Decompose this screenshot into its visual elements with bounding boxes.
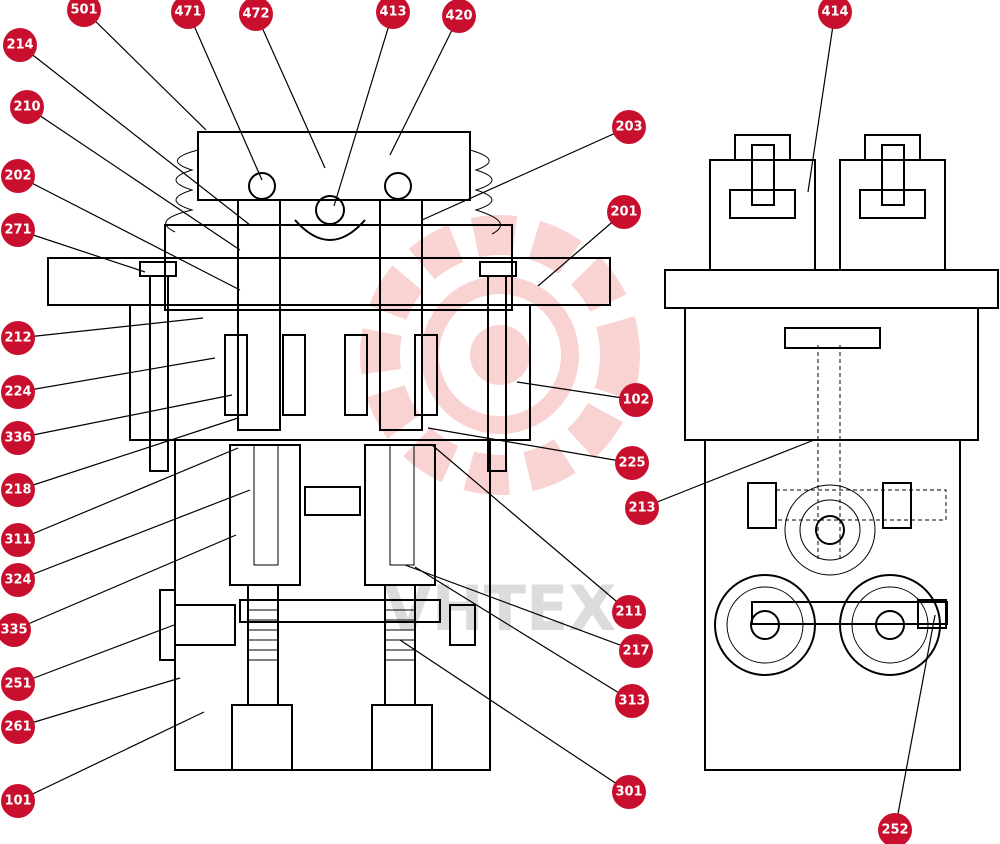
svg-text:214: 214 [6, 38, 33, 53]
leader-lines [13, 9, 936, 831]
svg-text:210: 210 [13, 100, 40, 115]
svg-text:471: 471 [174, 5, 201, 20]
callout-472: 472 [239, 0, 273, 31]
svg-text:501: 501 [70, 3, 97, 18]
watermark-label: VHTEX [384, 572, 616, 645]
callout-211: 211 [612, 595, 646, 629]
callout-414: 414 [818, 0, 852, 29]
callout-201: 201 [607, 195, 641, 229]
callout-301: 301 [612, 775, 646, 809]
svg-text:225: 225 [618, 456, 645, 471]
callout-101: 101 [1, 784, 35, 818]
svg-text:217: 217 [622, 644, 649, 659]
svg-text:224: 224 [4, 385, 31, 400]
svg-text:311: 311 [4, 533, 31, 548]
svg-text:261: 261 [4, 720, 31, 735]
callout-251: 251 [1, 667, 35, 701]
svg-text:252: 252 [881, 823, 908, 838]
svg-text:414: 414 [821, 5, 848, 20]
right-side-view [664, 134, 999, 771]
callout-225: 225 [615, 446, 649, 480]
callout-261: 261 [1, 710, 35, 744]
svg-text:420: 420 [445, 9, 472, 24]
svg-text:335: 335 [0, 623, 27, 638]
callout-202: 202 [1, 159, 35, 193]
callout-203: 203 [612, 110, 646, 144]
left-section-view [47, 131, 611, 771]
callout-501: 501 [67, 0, 101, 27]
callout-420: 420 [442, 0, 476, 33]
svg-text:324: 324 [4, 573, 31, 588]
callout-271: 271 [1, 213, 35, 247]
svg-text:213: 213 [628, 501, 655, 516]
svg-text:218: 218 [4, 483, 31, 498]
callout-224: 224 [1, 375, 35, 409]
svg-text:212: 212 [4, 331, 31, 346]
svg-text:102: 102 [622, 393, 649, 408]
callout-212: 212 [1, 321, 35, 355]
svg-text:201: 201 [610, 205, 637, 220]
callout-214: 214 [3, 28, 37, 62]
callout-313: 313 [615, 684, 649, 718]
callout-218: 218 [1, 473, 35, 507]
callouts: 501 471 472 413 420 414 214 210 202 271 … [0, 0, 912, 844]
svg-text:101: 101 [4, 794, 31, 809]
svg-text:301: 301 [615, 785, 642, 800]
svg-text:472: 472 [242, 7, 269, 22]
svg-text:271: 271 [4, 223, 31, 238]
callout-252: 252 [878, 813, 912, 844]
callout-471: 471 [171, 0, 205, 29]
callout-102: 102 [619, 383, 653, 417]
callout-324: 324 [1, 563, 35, 597]
svg-text:211: 211 [615, 605, 642, 620]
svg-text:413: 413 [379, 5, 406, 20]
svg-text:313: 313 [618, 694, 645, 709]
watermark-text: VHTEX [384, 572, 616, 645]
svg-text:203: 203 [615, 120, 642, 135]
callout-213: 213 [625, 491, 659, 525]
callout-413: 413 [376, 0, 410, 29]
callout-336: 336 [1, 421, 35, 455]
callout-311: 311 [1, 523, 35, 557]
callout-335: 335 [0, 613, 31, 647]
svg-text:336: 336 [4, 431, 31, 446]
callout-217: 217 [619, 634, 653, 668]
svg-text:251: 251 [4, 677, 31, 692]
callout-210: 210 [10, 90, 44, 124]
svg-text:202: 202 [4, 169, 31, 184]
